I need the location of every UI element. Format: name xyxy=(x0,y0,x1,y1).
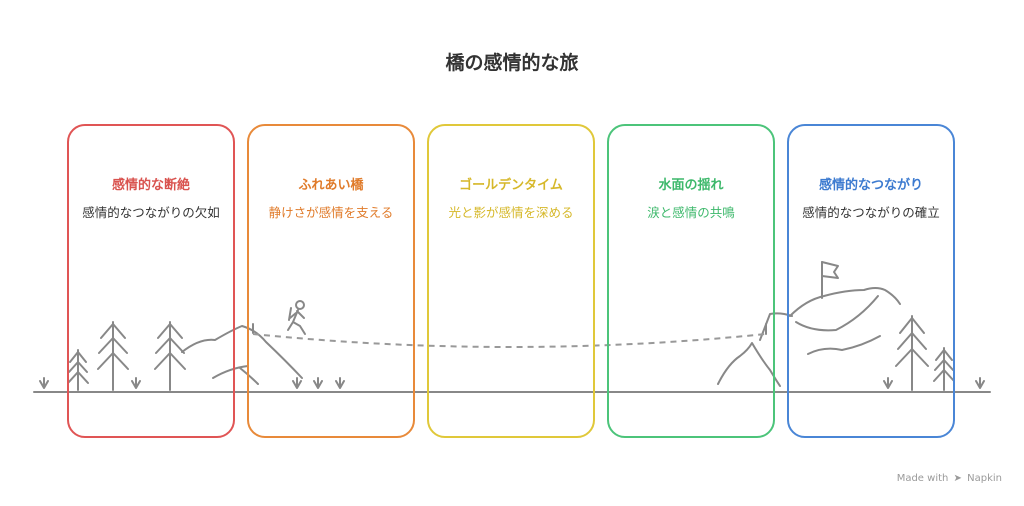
card-description: 涙と感情の共鳴 xyxy=(647,205,735,220)
hiker-icon xyxy=(287,300,306,335)
card-title: 水面の揺れ xyxy=(658,178,724,193)
grass-icon xyxy=(313,377,323,389)
flag-icon xyxy=(821,261,839,299)
card-description: 光と影が感情を深める xyxy=(448,205,574,220)
pine-tree-icon xyxy=(154,321,186,391)
dashed-journey-path xyxy=(252,333,767,348)
card-description: 感情的なつながりの欠如 xyxy=(82,205,220,220)
card-emotional-disconnect: 感情的な断絶 感情的なつながりの欠如 xyxy=(67,124,235,438)
card-title: 感情的なつながり xyxy=(818,178,923,193)
left-hill xyxy=(181,325,303,379)
pine-tree-icon xyxy=(895,315,929,391)
card-emotional-connection: 感情的なつながり 感情的なつながりの確立 xyxy=(787,124,955,438)
grass-icon xyxy=(131,377,141,389)
made-with-label: Made with xyxy=(896,473,949,484)
grass-icon xyxy=(39,377,49,389)
grass-icon xyxy=(335,377,345,389)
grass-icon xyxy=(975,377,985,389)
card-title: ゴールデンタイム xyxy=(459,178,563,193)
pine-tree-icon xyxy=(97,321,129,391)
card-description: 静けさが感情を支える xyxy=(268,205,394,220)
card-fureai-bridge: ふれあい橋 静けさが感情を支える xyxy=(247,124,415,438)
made-with-napkin-footer: Made with ➤ Napkin xyxy=(897,473,1002,484)
brand-label: Napkin xyxy=(967,473,1002,484)
card-title: 感情的な断絶 xyxy=(111,178,190,193)
napkin-logo-icon: ➤ xyxy=(953,473,962,484)
card-water-ripple: 水面の揺れ 涙と感情の共鳴 xyxy=(607,124,775,438)
card-title: ふれあい橋 xyxy=(298,178,364,193)
grass-icon xyxy=(292,377,302,389)
card-description: 感情的なつながりの確立 xyxy=(802,205,940,220)
pine-tree-icon xyxy=(933,347,955,391)
card-golden-time: ゴールデンタイム 光と影が感情を深める xyxy=(427,124,595,438)
grass-icon xyxy=(883,377,893,389)
diagram-title: 橋の感情的な旅 xyxy=(445,52,579,74)
right-mountain xyxy=(789,287,901,317)
pine-tree-icon xyxy=(67,349,89,391)
